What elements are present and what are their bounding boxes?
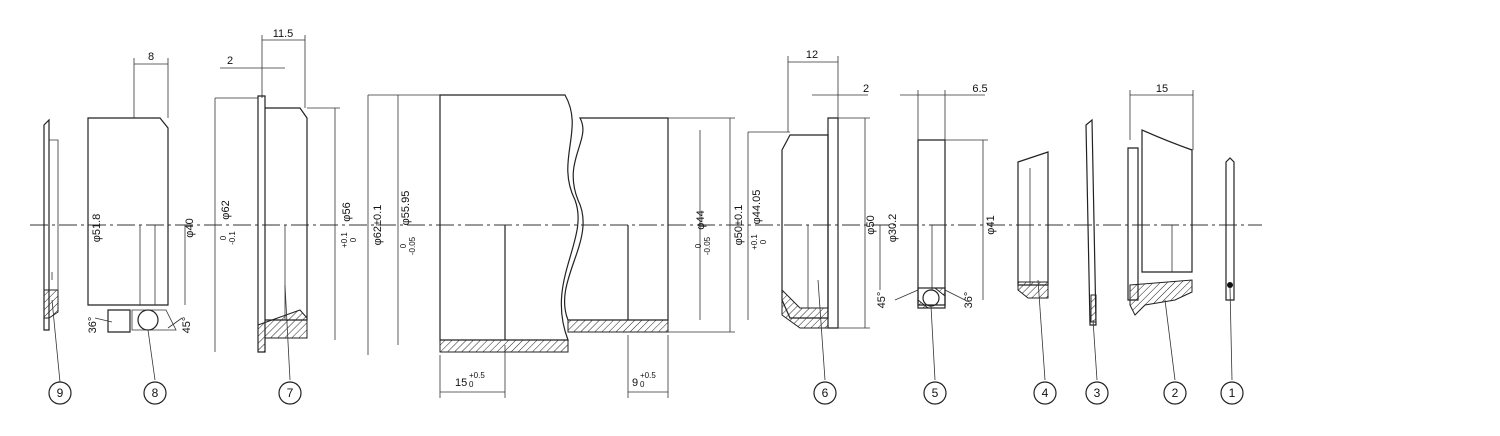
dim-diameter-62-part7: φ62 — [220, 200, 232, 219]
balloon-5: 5 — [923, 381, 947, 405]
angle-labels: 36° 45° 45° 36° — [87, 292, 975, 334]
balloon-3: 3 — [1085, 381, 1109, 405]
ring-dot — [1227, 282, 1233, 288]
dim-diameter-50-frame: φ50±0.1 — [733, 205, 745, 246]
angle-45-left: 45° — [181, 317, 193, 334]
part-8-bearing — [87, 58, 186, 333]
balloon-6: 6 — [813, 381, 837, 405]
vertical-dimensions: φ51.8 φ40 φ62 0 -0.1 φ56 +0.1 0 φ62±0.1 … — [91, 190, 997, 255]
balloon-4-label: 4 — [1042, 386, 1049, 400]
part-6-lower-cup — [747, 56, 870, 329]
dim-depth-9-tol-lower: 0 — [640, 380, 645, 389]
dim-width-15: 15 — [1156, 83, 1168, 95]
head-tube-section — [367, 94, 735, 398]
balloon-7-label: 7 — [287, 386, 294, 400]
balloon-2: 2 — [1163, 381, 1187, 405]
dim-diameter-44-05: φ44.05 — [751, 190, 763, 225]
dim-diameter-55-95: φ55.95 — [400, 191, 412, 226]
bearing-ball-right — [922, 289, 940, 307]
part-1-ring — [1225, 157, 1235, 301]
part-4-crown-race — [1017, 151, 1049, 299]
horizontal-dimensions: 8 2 11.5 12 2 6.5 15 15 +0.5 0 9 +0.5 0 — [148, 28, 1168, 389]
dim-diameter-62-part7-tol-upper: 0 — [219, 235, 228, 240]
dim-diameter-62-frame: φ62±0.1 — [372, 205, 384, 246]
dim-diameter-30-2: φ30.2 — [887, 214, 899, 243]
angle-36-left: 36° — [87, 317, 99, 334]
balloon-8: 8 — [143, 381, 167, 405]
dim-diameter-62-part7-tol-lower: -0.1 — [228, 231, 237, 245]
dim-depth-9: 9 — [632, 377, 638, 389]
dim-diameter-41: φ41 — [985, 215, 997, 234]
dim-diameter-40: φ40 — [184, 218, 196, 237]
dim-depth-15-tol-lower: 0 — [469, 380, 474, 389]
balloon-1-label: 1 — [1229, 386, 1236, 400]
balloon-6-label: 6 — [822, 386, 829, 400]
leader-lines — [51, 279, 1233, 383]
balloon-9: 9 — [48, 381, 72, 405]
balloon-5-label: 5 — [932, 386, 939, 400]
balloon-8-label: 8 — [152, 386, 159, 400]
dim-diameter-44: φ44 — [695, 210, 707, 229]
dim-diameter-56-tol-lower: 0 — [349, 237, 358, 242]
part-3-spacer — [1085, 118, 1097, 326]
dim-diameter-44-05-tol-lower: 0 — [759, 239, 768, 244]
balloon-1: 1 — [1220, 381, 1244, 405]
dim-diameter-55-95-tol-upper: 0 — [399, 243, 408, 248]
dim-diameter-56-tol-upper: +0.1 — [340, 232, 349, 248]
part-7-top-cup — [214, 35, 340, 353]
dim-diameter-55-95-tol-lower: -0.05 — [408, 236, 417, 255]
dim-diameter-51-8: φ51.8 — [91, 214, 103, 243]
balloon-7: 7 — [278, 381, 302, 405]
dim-diameter-44-tol-upper: 0 — [694, 243, 703, 248]
dim-width-8: 8 — [148, 51, 154, 63]
angle-36-right: 36° — [963, 292, 975, 309]
dim-diameter-44-tol-lower: -0.05 — [703, 236, 712, 255]
balloons: 9 8 7 6 5 4 3 2 — [48, 381, 1244, 405]
dim-diameter-50-part6: φ50 — [865, 215, 877, 234]
balloon-9-label: 9 — [57, 386, 64, 400]
dim-width-2-left: 2 — [227, 55, 233, 67]
dim-depth-9-tol-upper: +0.5 — [640, 371, 656, 380]
dim-width-12: 12 — [806, 49, 818, 61]
dim-depth-15: 15 — [455, 377, 467, 389]
balloon-2-label: 2 — [1172, 386, 1179, 400]
balloon-4: 4 — [1033, 381, 1057, 405]
part-5-lower-bearing — [879, 90, 988, 309]
dim-diameter-56: φ56 — [341, 202, 353, 221]
dim-width-2-right: 2 — [863, 83, 869, 95]
balloon-3-label: 3 — [1094, 386, 1101, 400]
dim-diameter-44-05-tol-upper: +0.1 — [750, 234, 759, 250]
dim-depth-15-tol-upper: +0.5 — [469, 371, 485, 380]
dim-width-11-5: 11.5 — [273, 28, 294, 40]
dim-width-6-5: 6.5 — [972, 83, 987, 95]
part-2-crown-seat — [1127, 90, 1194, 316]
bearing-ball-left — [137, 309, 159, 331]
angle-45-right: 45° — [876, 292, 888, 309]
